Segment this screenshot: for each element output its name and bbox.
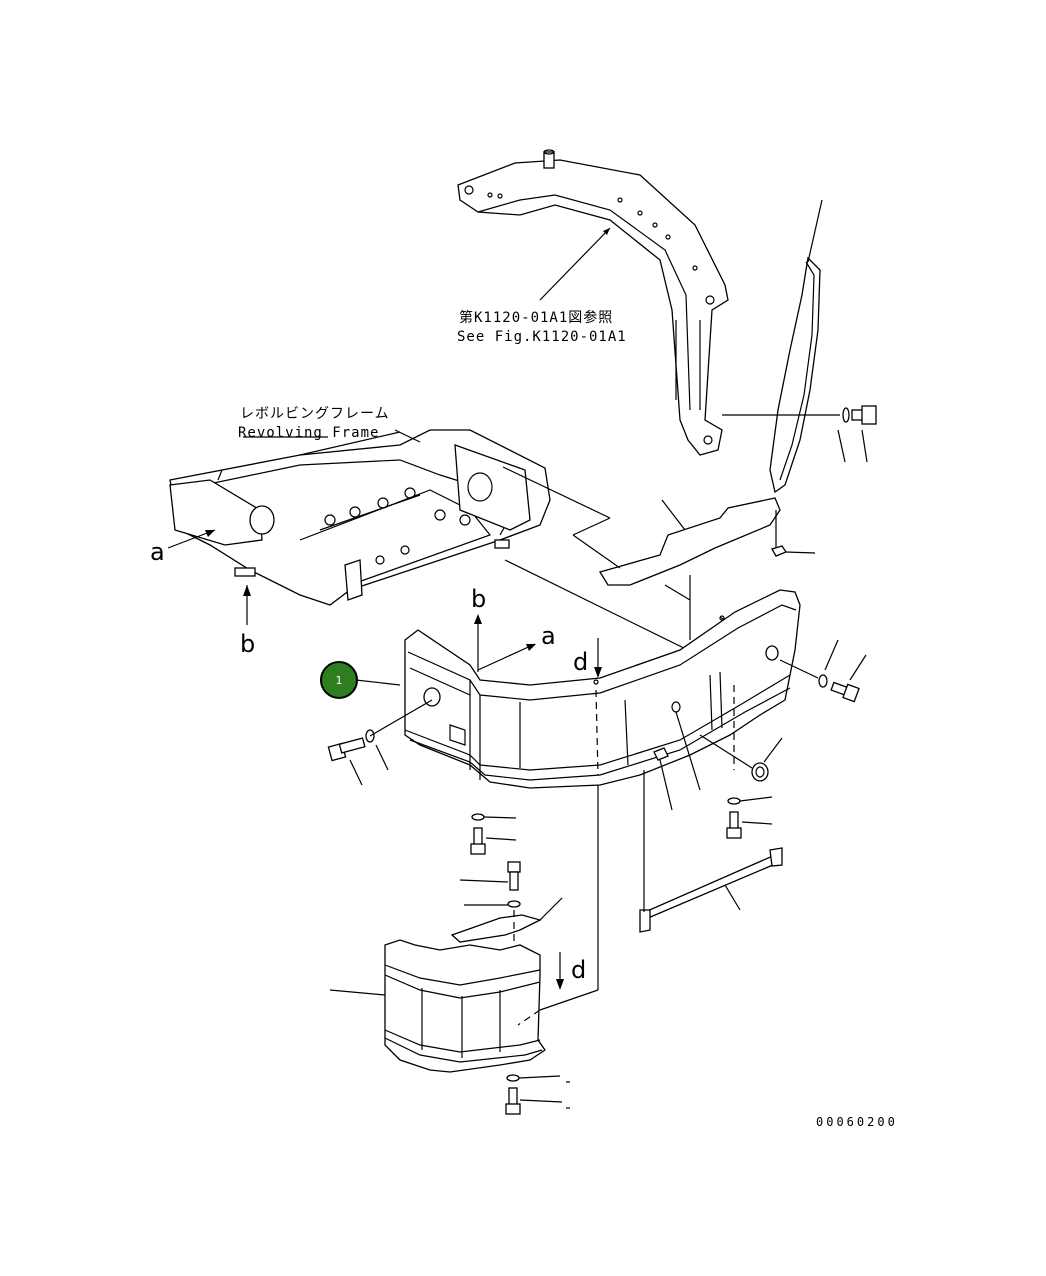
upper-bracket-part bbox=[457, 149, 729, 456]
marker-b-counterweight: b bbox=[471, 585, 486, 613]
clip-part bbox=[771, 545, 787, 557]
counterweight-part bbox=[404, 589, 801, 789]
bolt-right-top bbox=[842, 405, 877, 425]
marker-a-frame: a bbox=[150, 538, 165, 566]
bolt-under-left bbox=[470, 827, 486, 855]
washer-bottom bbox=[506, 1074, 520, 1082]
reference-label-en: See Fig.K1120-01A1 bbox=[457, 329, 627, 345]
washer-under-left bbox=[471, 813, 485, 821]
lower-cover-part bbox=[384, 939, 546, 1073]
frame-label-jp: レボルビングフレーム bbox=[240, 406, 390, 422]
bolt-right bbox=[830, 681, 860, 703]
bracket-strip-part bbox=[639, 847, 783, 933]
bolt-left bbox=[327, 737, 366, 762]
washer-under-right bbox=[727, 797, 741, 805]
revolving-frame-part bbox=[169, 429, 551, 606]
nut-part bbox=[751, 762, 769, 782]
callout-number-1: 1 bbox=[336, 674, 343, 687]
bolt-bottom bbox=[505, 1087, 521, 1115]
top-plate-part bbox=[598, 497, 781, 586]
frame-label-en: Revolving Frame bbox=[238, 425, 379, 441]
marker-d-counterweight: d bbox=[573, 648, 588, 676]
callout-badge-1[interactable]: 1 bbox=[320, 661, 358, 699]
bolt-under-right bbox=[726, 811, 742, 839]
washer-right bbox=[818, 674, 828, 688]
side-plate-part bbox=[769, 199, 823, 494]
marker-b-frame: b bbox=[240, 630, 255, 658]
lower-plate-part bbox=[450, 914, 542, 943]
reference-label-jp: 第K1120-01A1図参照 bbox=[459, 309, 613, 326]
marker-a-counterweight: a bbox=[541, 622, 556, 650]
marker-d-lower: d bbox=[571, 956, 586, 984]
bolt-lower-top bbox=[507, 861, 521, 891]
washer-lower-top bbox=[507, 900, 521, 908]
drawing-code: 00060200 bbox=[816, 1115, 898, 1129]
